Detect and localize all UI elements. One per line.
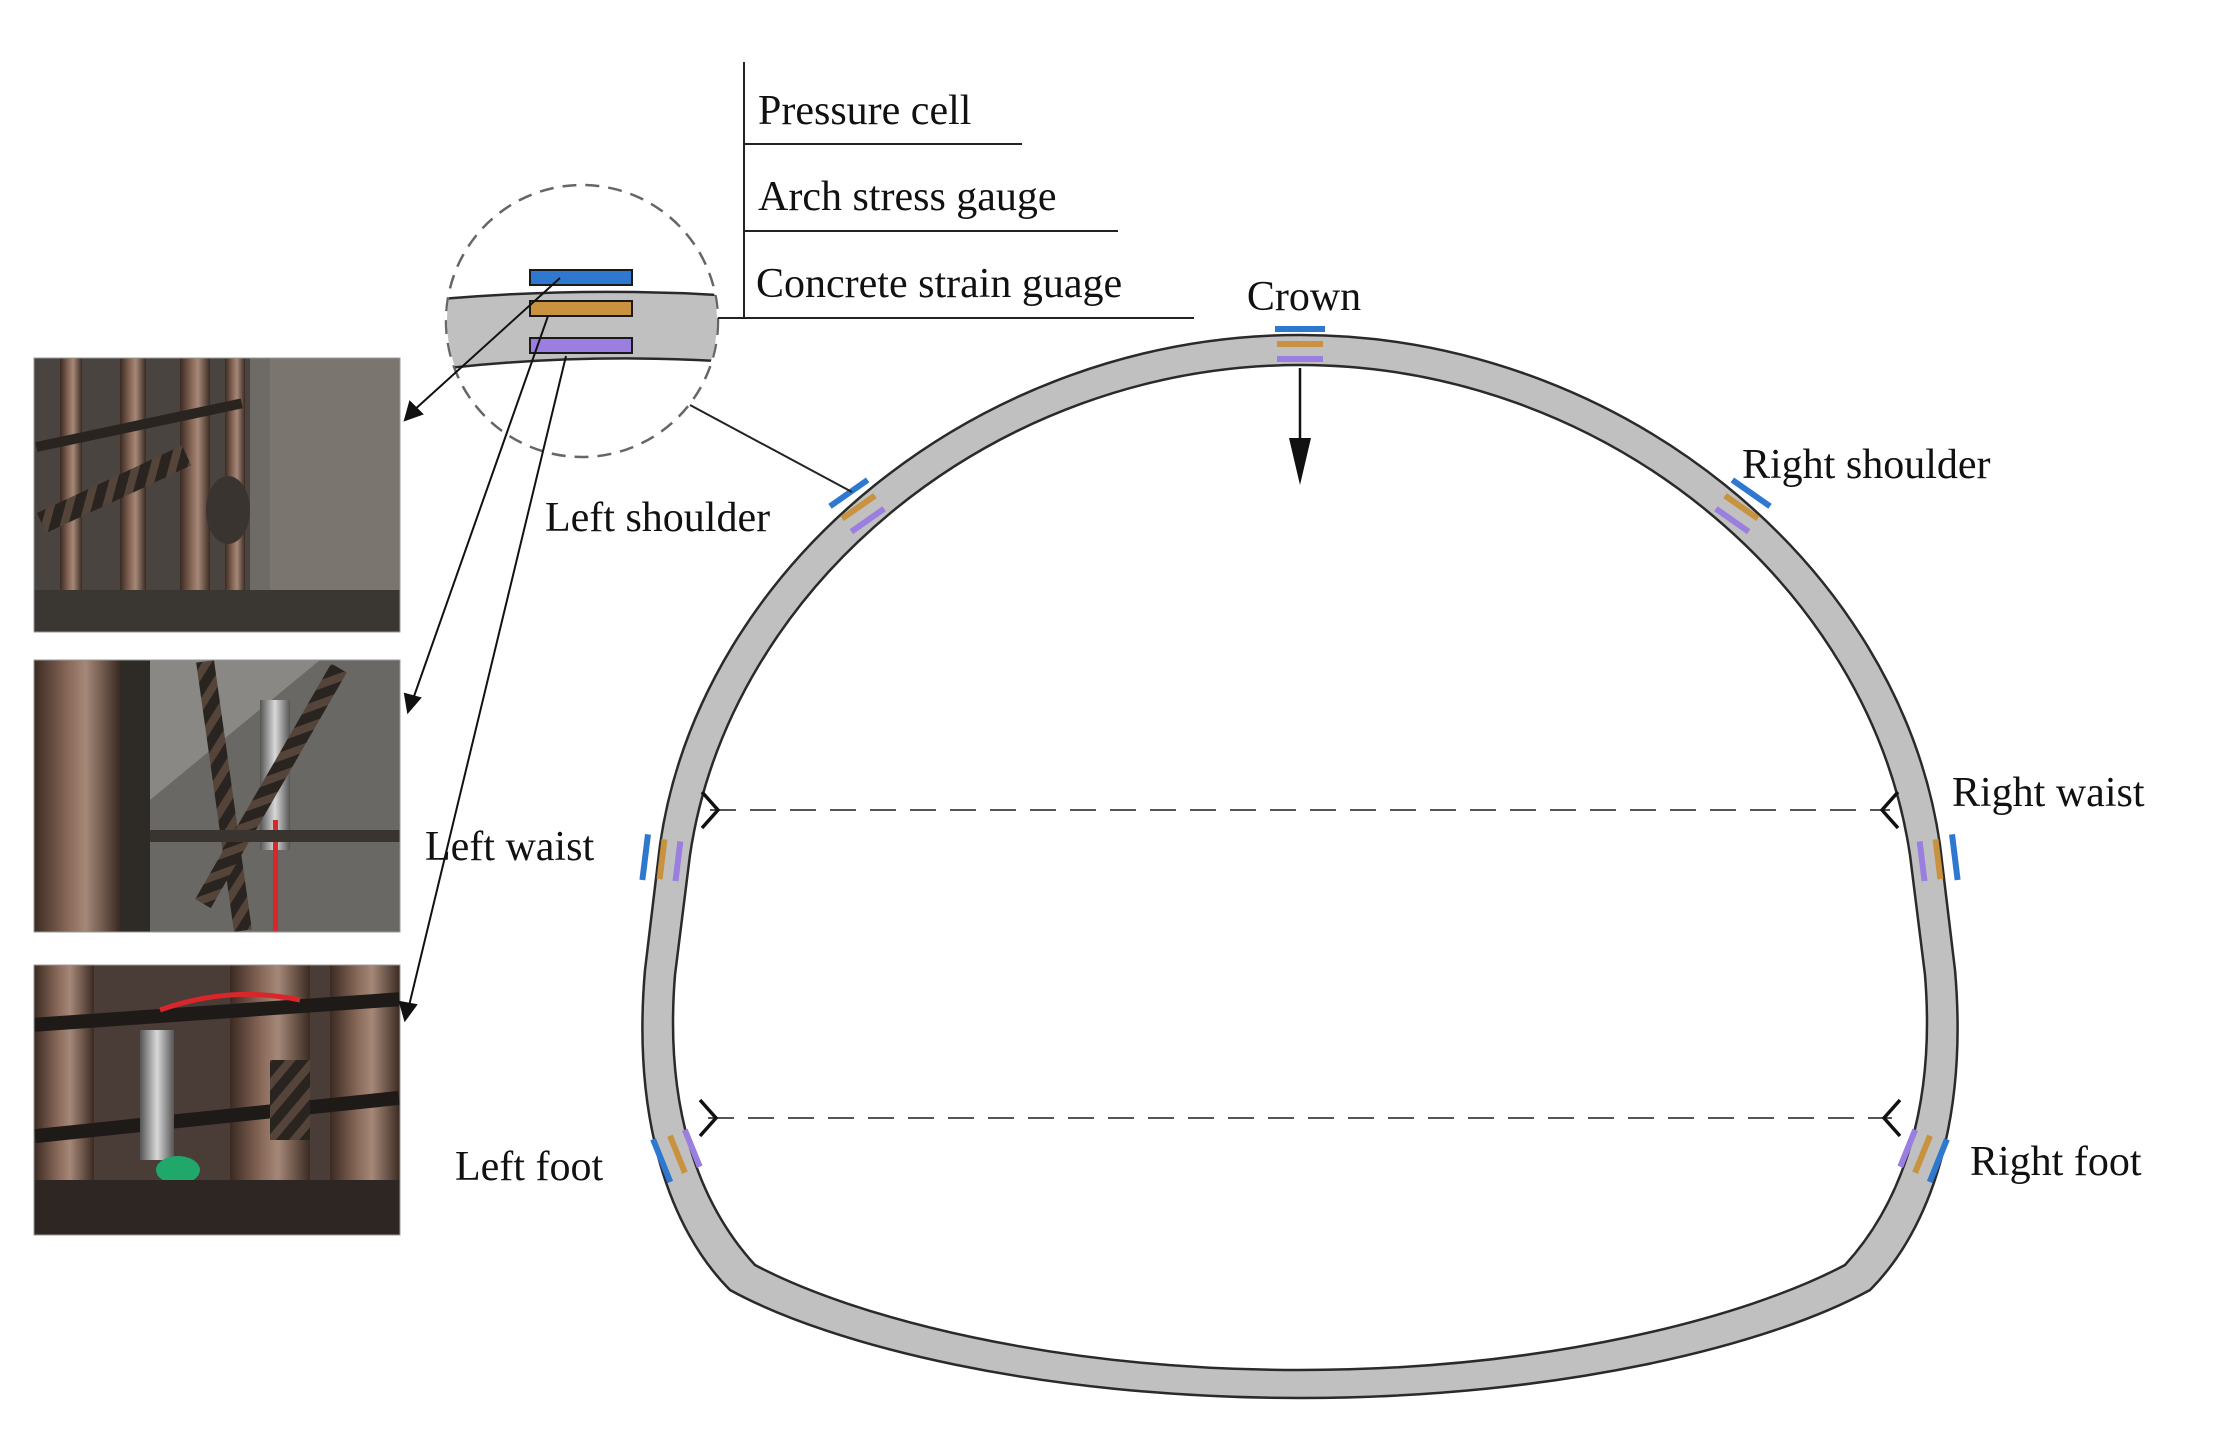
crown-arrow-head [1289,438,1311,485]
tunnel-lining [641,333,1959,1400]
foot-right-hook [1881,1098,1902,1138]
waist-right-hook [1879,790,1900,830]
photo-arrows [398,277,567,1023]
waist-left-hook [700,790,721,830]
crown-sensors [1275,326,1325,362]
pressure-cell-photo [33,357,401,633]
detail-lining-segment [447,290,717,372]
concrete-strain-gauge-photo [33,964,401,1236]
label-right-foot: Right foot [1970,1139,2142,1185]
label-left-foot: Left foot [455,1144,603,1190]
label-left-shoulder: Left shoulder [545,495,770,541]
label-left-waist: Left waist [425,824,594,870]
label-right-waist: Right waist [1952,770,2145,816]
arch-stress-gauge-photo [33,659,401,933]
legend-arch-stress-gauge: Arch stress gauge [758,174,1057,220]
legend-pressure-cell: Pressure cell [758,88,971,134]
left-waist-sensors [639,834,684,882]
right-waist-sensors [1916,834,1961,882]
detail-pressure-cell [529,269,633,286]
label-crown: Crown [1247,274,1361,320]
detail-arch-stress-gauge [529,300,633,317]
legend-concrete-strain-gauge: Concrete strain guage [756,261,1122,307]
detail-concrete-strain-gauge [529,337,633,354]
right-shoulder-sensors [1714,477,1772,535]
right-foot-sensors [1897,1128,1950,1184]
left-shoulder-sensors [828,477,886,535]
detail-connector-line [689,404,853,493]
label-right-shoulder: Right shoulder [1742,442,1991,488]
left-foot-sensors [650,1128,703,1184]
foot-left-hook [698,1098,719,1138]
detail-circle [444,183,720,459]
